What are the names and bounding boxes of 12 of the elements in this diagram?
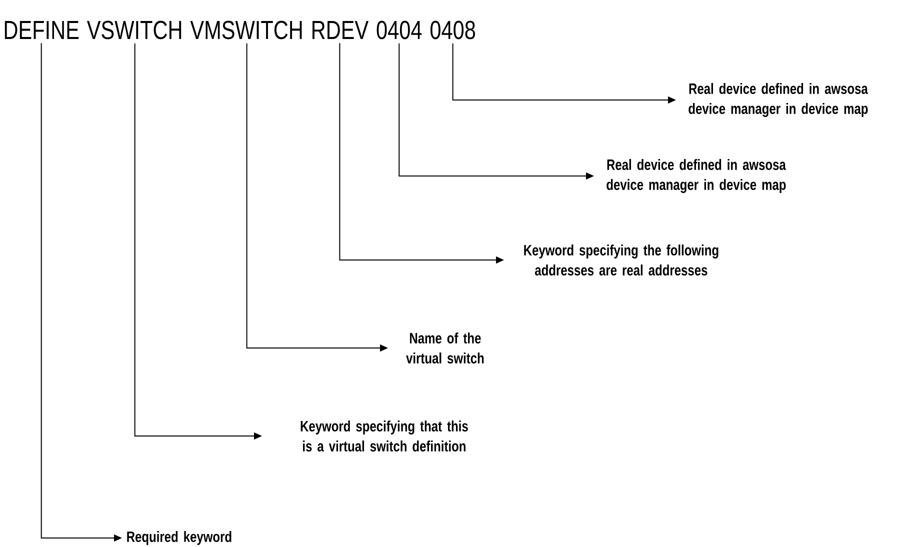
command-word: RDEV bbox=[312, 21, 368, 39]
command-word: VSWITCH bbox=[86, 20, 182, 40]
description-text: Real device defined in awsosa device manager in device map bbox=[606, 158, 786, 194]
command-word: 0404 bbox=[376, 20, 422, 40]
description-text: Name of the virtual switch bbox=[406, 332, 484, 364]
command-word: 0408 bbox=[430, 20, 476, 40]
description-text: Keyword specifying that this is a virtual switch definition bbox=[300, 420, 468, 452]
description-text: Real device defined in awsosa device manager in device map bbox=[688, 82, 868, 118]
command-word: DEFINE bbox=[4, 21, 79, 39]
description-text: Keyword specifying the following addresses are real addresses bbox=[524, 244, 718, 276]
command-word: VMSWITCH bbox=[190, 20, 302, 40]
description-text: Required keyword bbox=[127, 531, 232, 545]
